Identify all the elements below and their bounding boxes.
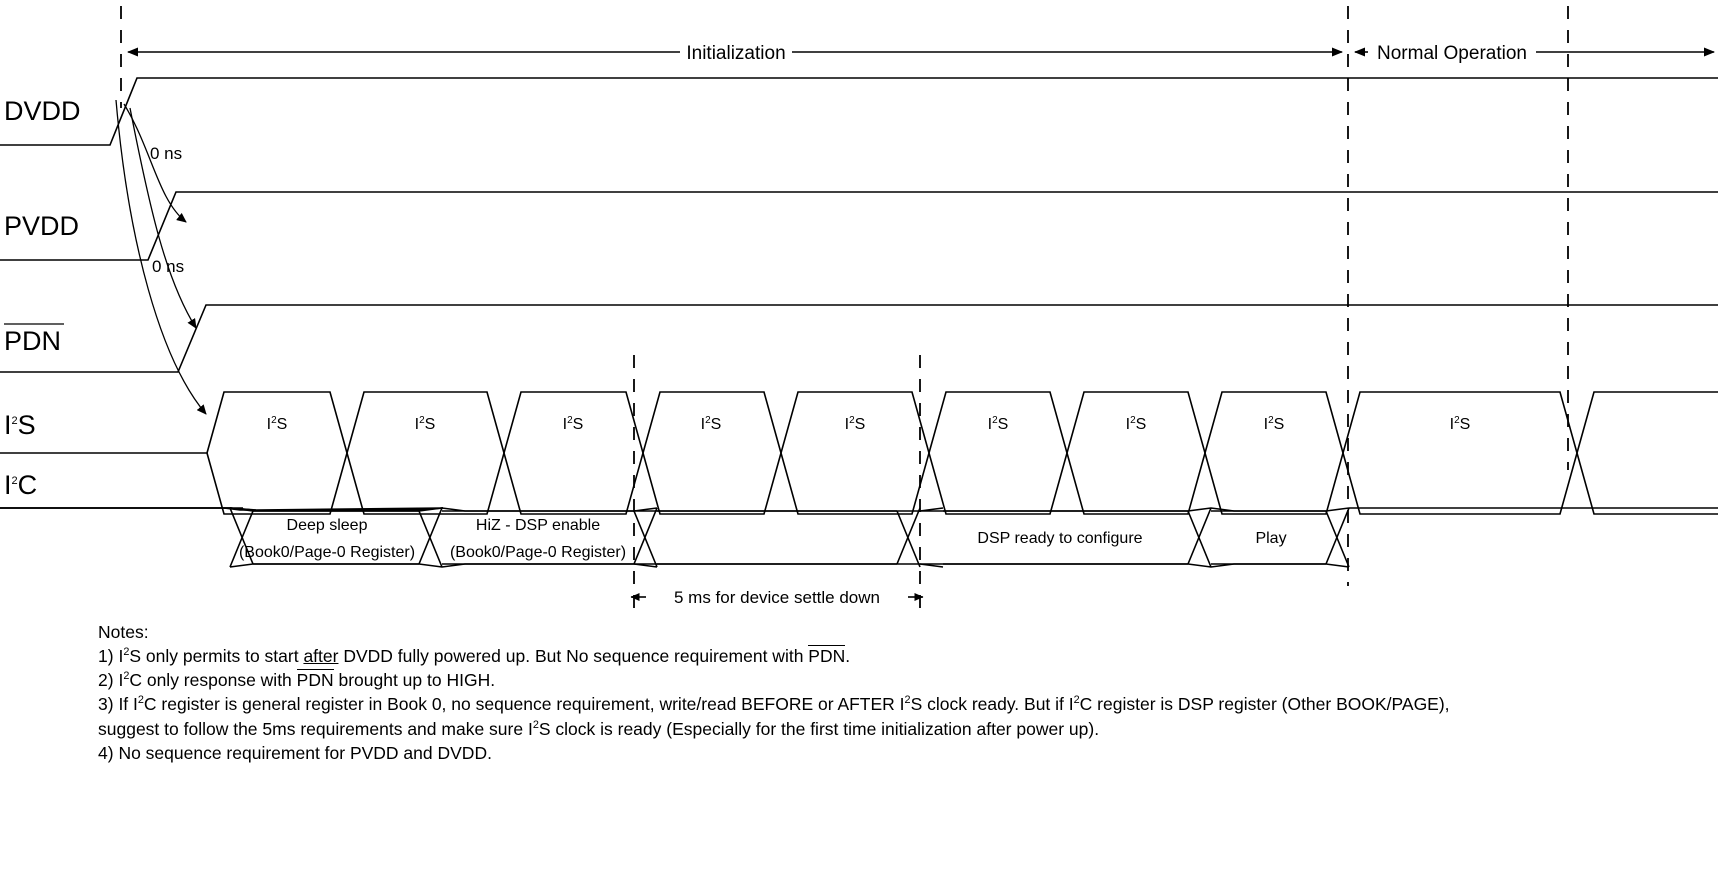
pdn-trace: [0, 304, 1718, 373]
i2s-cell-label: I2S: [988, 415, 1009, 433]
i2c-cell-label-line1: Deep sleep: [287, 517, 368, 534]
signal-label-i2c: I2C: [4, 470, 37, 500]
pvdd-trace: [0, 191, 1718, 261]
i2s-top-envelope: [206, 391, 1718, 456]
note-text: No sequence requirement for PVDD and DVD…: [118, 742, 492, 763]
settle-label: 5 ms for device settle down: [674, 588, 880, 607]
signal-label-pvdd: PVDD: [4, 211, 79, 241]
note-item-4: 4) No sequence requirement for PVDD and …: [98, 741, 1498, 765]
note-number: 1): [98, 646, 114, 667]
timing-label-0ns-pvdd-pdn: 0 ns: [152, 257, 184, 276]
i2c-x3b: [896, 507, 921, 565]
i2c-cell0-top: [0, 507, 444, 511]
i2c-x2b: [633, 507, 658, 565]
i2c-cell-labels: Deep sleep (Book0/Page-0 Register) HiZ -…: [239, 517, 1287, 561]
i2c-x5a: [1325, 510, 1350, 568]
note-number: 3): [98, 694, 114, 715]
i2s-bottom-envelope: [206, 450, 1718, 515]
i2s-cell-label: I2S: [701, 415, 722, 433]
signal-label-dvdd: DVDD: [4, 96, 81, 126]
signal-label-i2s: I2S: [4, 410, 36, 440]
signal-label-pdn: PDN: [4, 326, 61, 356]
i2c-cell-label-line1: HiZ - DSP enable: [476, 517, 600, 534]
i2s-cell-label: I2S: [267, 415, 288, 433]
waveform-pdn: PDN: [0, 304, 1718, 373]
note-text: I2C only response with PDN brought up to…: [118, 669, 496, 691]
waveform-dvdd: DVDD: [0, 77, 1718, 146]
i2s-cell-label: I2S: [1126, 415, 1147, 433]
note-text: If I2C register is general register in B…: [98, 694, 1450, 739]
i2s-cell-labels: I2S I2S I2S I2S I2S I2S I2S I2S I2S: [267, 415, 1471, 433]
signal-label-i2c-group: I2C: [4, 470, 37, 500]
phase-arrows: Initialization Normal Operation: [127, 43, 1715, 64]
i2c-x0a: [229, 507, 254, 565]
i2c-x2a: [633, 510, 658, 568]
i2c-bus-envelope: [229, 507, 1718, 568]
i2c-cell-label-line1: DSP ready to configure: [977, 530, 1142, 547]
timing-curves: 0 ns 0 ns: [115, 99, 207, 415]
i2c-cell-label-line1: Play: [1255, 530, 1286, 547]
i2c-x5b: [1325, 507, 1350, 565]
i2s-cell-label: I2S: [415, 415, 436, 433]
i2c-x1b: [418, 507, 443, 565]
phase-label-normal-operation: Normal Operation: [1377, 43, 1527, 64]
notes-heading: Notes:: [98, 622, 149, 642]
waveform-i2c: Deep sleep (Book0/Page-0 Register) HiZ -…: [0, 507, 1718, 568]
waveform-i2s: I2S I2S I2S I2S I2S I2S I2S I2S I2S: [0, 391, 1718, 515]
note-text: I2S only permits to start after DVDD ful…: [118, 645, 851, 667]
note-item-1: 1) I2S only permits to start after DVDD …: [98, 644, 1498, 668]
note-number: 2): [98, 670, 114, 691]
i2c-x4a: [1187, 510, 1212, 568]
i2c-cell-label-line2: (Book0/Page-0 Register): [239, 544, 415, 561]
waveform-pvdd: PVDD: [0, 191, 1718, 261]
curve-pdn-to-i2s: [115, 99, 207, 415]
phase-label-initialization: Initialization: [686, 43, 785, 64]
dvdd-trace: [0, 77, 1718, 146]
i2s-cell-label: I2S: [563, 415, 584, 433]
i2c-x0b: [229, 510, 254, 568]
i2c-cell-label-line2: (Book0/Page-0 Register): [450, 544, 626, 561]
i2s-cell-label: I2S: [845, 415, 866, 433]
i2s-cell-label: I2S: [1450, 415, 1471, 433]
curve-pvdd-to-pdn: [129, 107, 197, 329]
note-item-2: 2) I2C only response with PDN brought up…: [98, 668, 1498, 692]
notes-section: Notes: 1) I2S only permits to start afte…: [98, 620, 1498, 765]
i2s-cell-label: I2S: [1264, 415, 1285, 433]
settle-measurement: 5 ms for device settle down: [630, 588, 924, 607]
note-number: 4): [98, 742, 114, 763]
note-item-3: 3) If I2C register is general register i…: [98, 692, 1498, 740]
timing-label-0ns-dvdd-pvdd: 0 ns: [150, 144, 182, 163]
signal-label-i2s-group: I2S: [4, 410, 36, 440]
i2c-x4b: [1187, 507, 1212, 565]
i2c-x1a: [418, 510, 443, 568]
i2c-x3a: [896, 510, 921, 568]
